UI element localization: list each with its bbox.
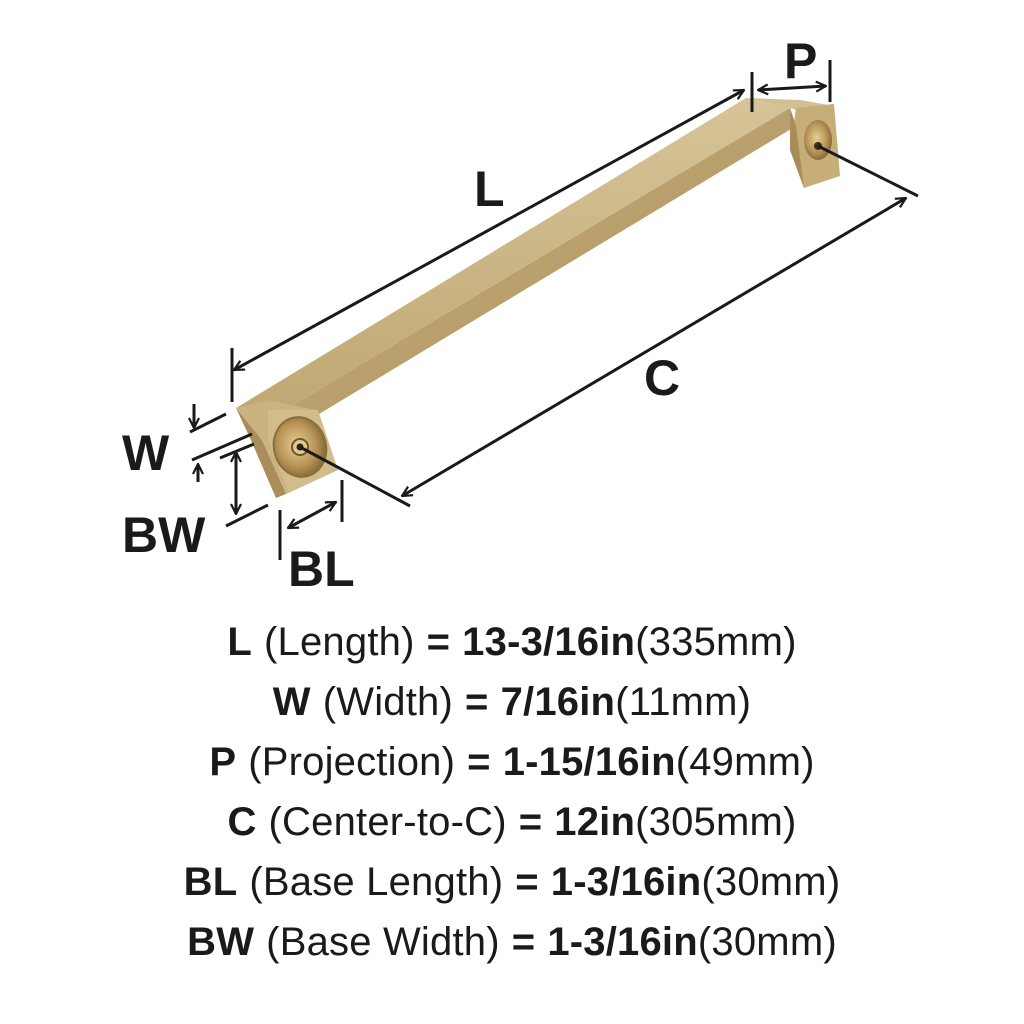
spec-imperial: 1-3/16in — [550, 860, 702, 904]
spec-row-width: W (Width) = 7/16in (11mm) — [0, 672, 1024, 732]
label-L: L — [474, 161, 505, 217]
spec-row-center-to-center: C (Center-to-C) = 12in (305mm) — [0, 792, 1024, 852]
spec-imperial: 1-15/16in — [502, 740, 676, 784]
label-BW: BW — [122, 507, 206, 563]
spec-row-projection: P (Projection) = 1-15/16in (49mm) — [0, 732, 1024, 792]
label-W: W — [122, 425, 170, 481]
spec-equals: = — [467, 740, 491, 784]
cabinet-pull-dimension-diagram: L P C W BW BL — [122, 33, 919, 597]
spec-name: (Base Length) — [249, 860, 504, 904]
spec-name: (Base Width) — [266, 920, 500, 964]
spec-metric: (30mm) — [697, 920, 837, 964]
spec-abbr: P — [209, 740, 237, 784]
dimension-lines — [190, 60, 919, 560]
spec-metric: (30mm) — [701, 860, 841, 904]
spec-equals: = — [515, 860, 539, 904]
spec-equals: = — [511, 920, 536, 964]
spec-equals: = — [465, 680, 489, 724]
spec-row-length: L (Length) = 13-3/16in (335mm) — [0, 612, 1024, 672]
spec-abbr: C — [227, 800, 257, 844]
dimension-specifications: L (Length) = 13-3/16in (335mm) W (Width)… — [0, 612, 1024, 972]
projection-dimension-line — [758, 86, 826, 90]
length-dimension-line — [234, 88, 744, 372]
spec-name: (Center-to-C) — [268, 800, 507, 844]
spec-equals: = — [518, 800, 543, 844]
cabinet-pull-illustration — [236, 98, 840, 498]
spec-imperial: 13-3/16in — [462, 620, 636, 664]
spec-name: (Width) — [322, 680, 454, 724]
label-C: C — [644, 350, 680, 406]
spec-abbr: W — [272, 680, 311, 724]
spec-abbr: L — [227, 620, 253, 664]
spec-name: (Length) — [264, 620, 415, 664]
center-to-center-dimension-line — [402, 196, 906, 498]
spec-imperial: 1-3/16in — [547, 920, 698, 964]
spec-metric: (335mm) — [635, 620, 797, 664]
spec-row-base-width: BW (Base Width) = 1-3/16in (30mm) — [0, 912, 1024, 972]
spec-name: (Projection) — [248, 740, 456, 784]
base-length-dimension-line — [288, 500, 336, 530]
spec-imperial: 7/16in — [500, 680, 616, 724]
spec-row-base-length: BL (Base Length) = 1-3/16in (30mm) — [0, 852, 1024, 912]
spec-abbr: BW — [187, 920, 255, 964]
spec-metric: (11mm) — [615, 680, 752, 724]
spec-abbr: BL — [183, 860, 238, 904]
spec-metric: (49mm) — [675, 740, 815, 784]
label-BL: BL — [288, 541, 355, 597]
spec-metric: (305mm) — [635, 800, 797, 844]
spec-imperial: 12in — [554, 800, 636, 844]
spec-equals: = — [426, 620, 451, 664]
label-P: P — [784, 33, 817, 89]
